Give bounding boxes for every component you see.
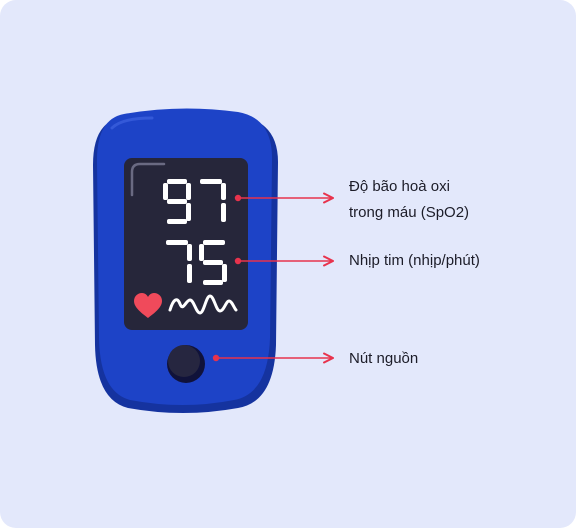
pulse-digit-7 — [166, 240, 192, 283]
pulse-wave-icon — [168, 294, 238, 315]
spo2-label-line2: trong máu (SpO2) — [349, 204, 470, 221]
pulse-label: Nhịp tim (nhịp/phút) — [349, 252, 480, 269]
spo2-label-line1: Độ bão hoà oxi — [349, 178, 450, 195]
heart-icon — [134, 293, 162, 318]
power-button — [167, 345, 205, 383]
pulse-digit-5 — [199, 240, 227, 285]
spo2-pointer — [234, 192, 335, 204]
spo2-digit-9 — [163, 179, 191, 224]
pulse-pointer — [234, 255, 335, 267]
spo2-digit-7 — [200, 179, 226, 222]
spo2-label: Độ bão hoà oxi trong máu (SpO2) — [349, 174, 469, 226]
power-label: Nút nguồn — [349, 350, 419, 367]
spo2-display — [163, 179, 226, 224]
power-pointer — [212, 352, 335, 364]
pulse-display — [166, 240, 227, 285]
